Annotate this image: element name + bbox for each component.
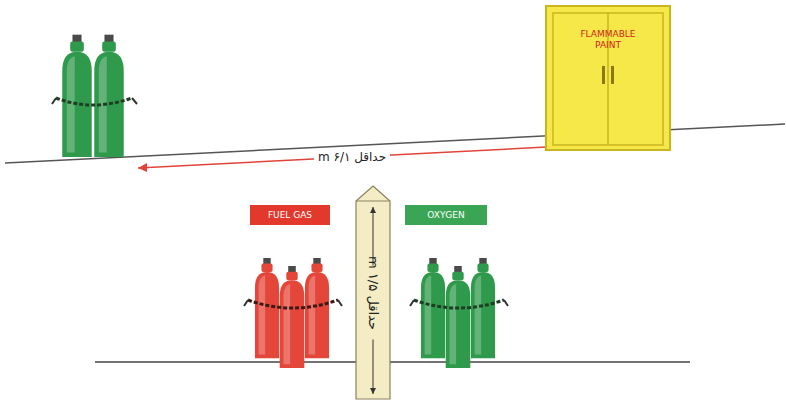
node-text: حداقل ۱/۵ m — [366, 256, 381, 330]
fuel-gas-cylinders — [255, 258, 329, 368]
firewall-post: حداقل ۱/۵ m — [355, 185, 391, 400]
node-text: OXYGEN — [427, 210, 465, 220]
dimension-label: حداقل ۶/۱ m — [314, 150, 390, 164]
oxygen-cylinders — [421, 258, 495, 368]
cabinet-doors — [547, 7, 669, 149]
label-tag: OXYGEN — [405, 205, 487, 225]
label-tag: FUEL GAS — [250, 205, 330, 225]
ground-line — [95, 361, 690, 363]
storage-cabinet: FLAMMABLE PAINT — [545, 5, 671, 151]
dimension-arrow — [138, 146, 566, 168]
node-text: FUEL GAS — [268, 210, 312, 220]
oxygen-cylinders — [62, 35, 123, 157]
node-text: FLAMMABLE PAINT — [580, 29, 636, 51]
chain — [56, 98, 132, 105]
